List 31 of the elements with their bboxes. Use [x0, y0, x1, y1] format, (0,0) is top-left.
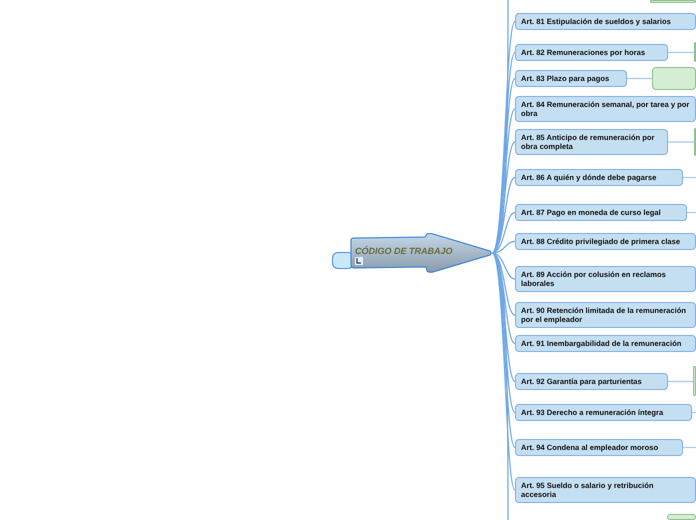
connector-line	[627, 78, 652, 80]
note-box	[693, 366, 696, 396]
topic-box	[515, 204, 687, 221]
topic-box	[515, 44, 668, 61]
topic-box	[515, 266, 696, 292]
connector-line	[668, 52, 694, 54]
connector-line	[683, 176, 696, 178]
note-box	[650, 0, 696, 3]
note-box	[652, 67, 696, 90]
topic-box	[515, 13, 696, 30]
topic-box	[515, 373, 668, 390]
topic-box	[515, 302, 696, 328]
topic-box	[515, 70, 627, 87]
connector-line	[492, 252, 516, 448]
arrow-shaped-topic	[349, 232, 493, 274]
topic-box	[515, 233, 696, 250]
connector-line	[683, 446, 696, 448]
connector-line	[492, 240, 516, 254]
connector-line	[492, 252, 516, 280]
topic-box	[515, 129, 668, 155]
topic-box	[515, 96, 696, 122]
connector-line	[668, 380, 693, 382]
topic-box	[515, 335, 696, 352]
topic-box	[515, 169, 683, 186]
topic-box	[515, 477, 696, 503]
connector-line	[668, 141, 694, 143]
topic-box	[515, 404, 692, 421]
connector-line	[492, 252, 516, 490]
topic-title: CÓDIGO DE TRABAJO	[355, 246, 453, 256]
topic-box	[515, 439, 683, 456]
note-box	[667, 514, 696, 520]
